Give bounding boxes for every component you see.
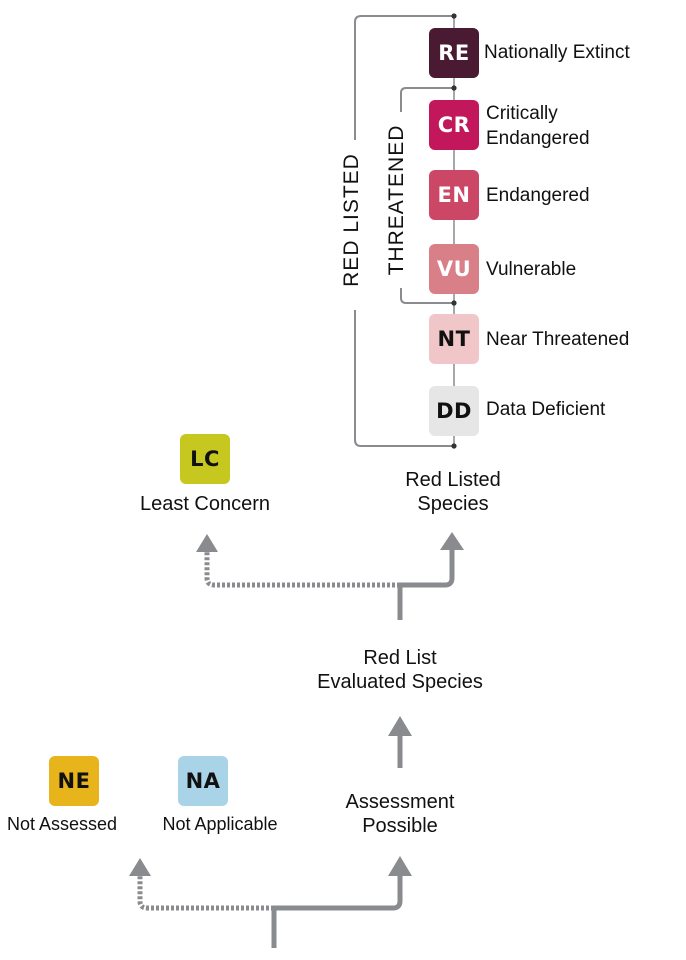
assessment-possible-line1: Assessment bbox=[345, 791, 455, 813]
category-badge-vu: VU bbox=[429, 244, 479, 294]
category-label-cr-line2: Endangered bbox=[486, 128, 590, 149]
na-label: Not Applicable bbox=[162, 814, 278, 834]
red-listed-species-line2: Species bbox=[417, 493, 489, 515]
category-label-re: Nationally Extinct bbox=[484, 42, 630, 63]
evaluated-species-line2: Evaluated Species bbox=[317, 671, 483, 693]
solid-arrow-red-listed bbox=[397, 550, 455, 620]
solid-arrow-assessment bbox=[271, 876, 403, 948]
assessment-possible-line2: Possible bbox=[362, 815, 438, 837]
spine-dot-threatened-top bbox=[451, 85, 457, 91]
spine-dot-bottom bbox=[451, 443, 457, 449]
dotted-arrow-not-assessed bbox=[137, 876, 274, 911]
category-badge-re: RE bbox=[429, 28, 479, 78]
category-badge-en: EN bbox=[429, 170, 479, 220]
red-listed-species-line1: Red Listed bbox=[405, 469, 501, 491]
arrowhead-lc bbox=[196, 534, 218, 552]
arrowhead-evaluated bbox=[388, 716, 412, 736]
category-label-cr-line1: Critically bbox=[486, 103, 558, 124]
category-badge-dd: DD bbox=[429, 386, 479, 436]
dotted-arrow-lc bbox=[204, 552, 400, 588]
evaluated-species-line1: Red List bbox=[363, 647, 437, 669]
threatened-label: THREATENED bbox=[385, 124, 408, 276]
red-listed-label: RED LISTED bbox=[340, 153, 363, 287]
category-label-dd: Data Deficient bbox=[486, 399, 606, 420]
spine-dot-threatened-bottom bbox=[451, 300, 457, 306]
lc-label: Least Concern bbox=[139, 493, 271, 515]
ne-badge: NE bbox=[49, 756, 99, 806]
assessment-possible-label: Assessment Possible bbox=[300, 790, 500, 838]
category-badge-nt: NT bbox=[429, 314, 479, 364]
na-badge: NA bbox=[178, 756, 228, 806]
category-label-en: Endangered bbox=[486, 185, 590, 206]
spine-dot-top bbox=[451, 13, 457, 19]
arrowhead-red-listed bbox=[440, 532, 464, 550]
red-listed-bracket-lower bbox=[354, 310, 452, 447]
category-badge-cr: CR bbox=[429, 100, 479, 150]
threatened-bracket-lower bbox=[400, 288, 452, 304]
arrowhead-not-assessed bbox=[129, 858, 151, 876]
evaluated-species-label: Red List Evaluated Species bbox=[280, 646, 520, 694]
category-label-nt: Near Threatened bbox=[486, 329, 630, 350]
lc-badge: LC bbox=[180, 434, 230, 484]
red-listed-species-label: Red Listed Species bbox=[353, 468, 553, 516]
category-label-vu: Vulnerable bbox=[486, 259, 577, 280]
red-listed-bracket bbox=[354, 15, 452, 140]
ne-label: Not Assessed bbox=[6, 814, 118, 834]
arrowhead-assessment bbox=[388, 856, 412, 876]
threatened-bracket bbox=[400, 87, 452, 112]
